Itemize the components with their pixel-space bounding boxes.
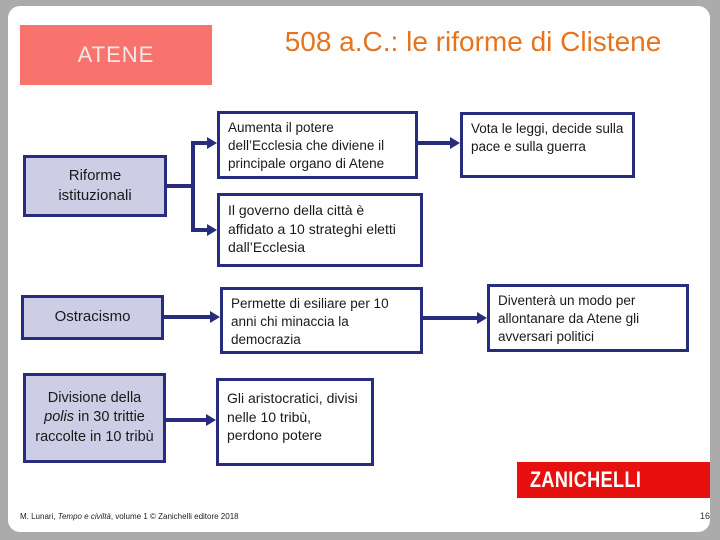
box-divisione-label: Divisione della polis in 30 trittie racc… bbox=[35, 389, 154, 445]
arrowhead-to-diventera-icon bbox=[477, 312, 487, 324]
city-badge-label: ATENE bbox=[77, 42, 155, 67]
box-divisione-polis: Divisione della polis in 30 trittie racc… bbox=[23, 373, 166, 463]
footer-credit: M. Lunari, Tempo e civiltà, volume 1 © Z… bbox=[20, 512, 239, 521]
box-diventera-modo: Diventerà un modo per allontanare da Ate… bbox=[487, 284, 689, 352]
box-permette-esiliare: Permette di esiliare per 10 anni chi min… bbox=[220, 287, 423, 354]
box-vota-leggi: Vota le leggi, decide sulla pace e sulla… bbox=[460, 112, 635, 178]
arrowhead-to-vota-icon bbox=[450, 137, 460, 149]
arrowhead-to-permette-icon bbox=[210, 311, 220, 323]
connector-ostracismo-to-permette-shaft bbox=[164, 315, 211, 319]
arrowhead-to-governo-icon bbox=[207, 224, 217, 236]
box-ostracismo-label: Ostracismo bbox=[54, 308, 131, 326]
zanichelli-logo-text: ZANICHELLI bbox=[530, 467, 642, 492]
box-aristocratici: Gli aristocratici, divisi nelle 10 tribù… bbox=[216, 378, 374, 466]
connector-riforme-stub bbox=[167, 184, 193, 188]
box-aumenta-potere-ecclesia: Aumenta il potere dell’Ecclesia che divi… bbox=[217, 111, 418, 179]
box-governo-strateghi: Il governo della città è affidato a 10 s… bbox=[217, 193, 423, 267]
page-number: 16 bbox=[699, 511, 710, 521]
connector-permette-to-diventera-shaft bbox=[423, 316, 478, 320]
arrowhead-to-aumenta-icon bbox=[207, 137, 217, 149]
connector-riforme-to-aumenta-shaft bbox=[191, 141, 208, 145]
slide-title: 508 a.C.: le riforme di Clistene bbox=[284, 26, 662, 57]
connector-riforme-vertical bbox=[191, 141, 195, 232]
connector-divisione-to-aristocratici-shaft bbox=[166, 418, 207, 422]
connector-aumenta-to-vota-shaft bbox=[418, 141, 451, 145]
city-badge: ATENE bbox=[20, 25, 212, 85]
box-ostracismo: Ostracismo bbox=[21, 295, 164, 340]
arrowhead-to-aristocratici-icon bbox=[206, 414, 216, 426]
zanichelli-logo: ZANICHELLI bbox=[517, 462, 710, 498]
connector-riforme-to-governo-shaft bbox=[191, 228, 208, 232]
box-riforme-istituzionali: Riforme istituzionali bbox=[23, 155, 167, 217]
box-riforme-label: Riforme istituzionali bbox=[58, 166, 132, 204]
